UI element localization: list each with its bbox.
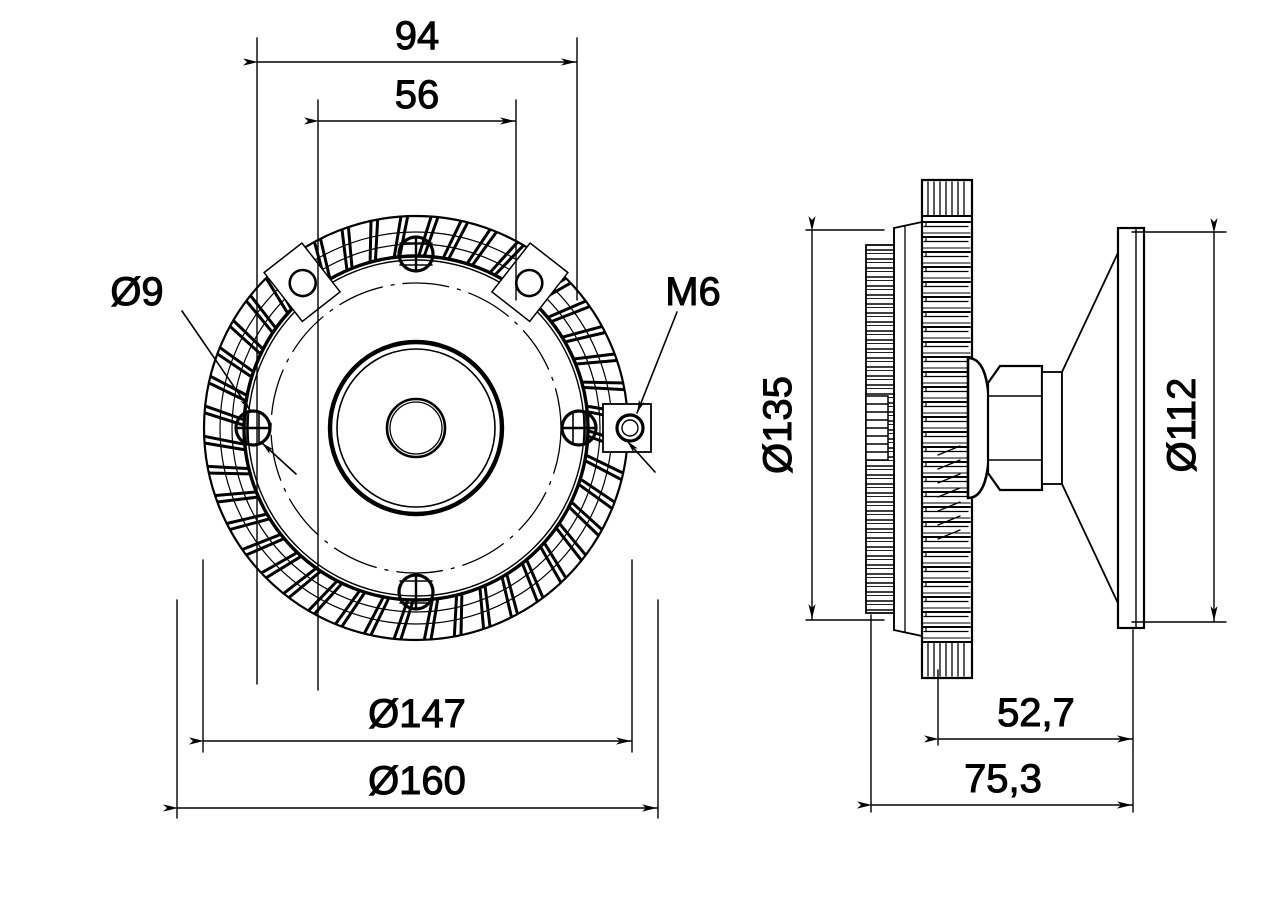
m6-boss-upper-left	[490, 241, 569, 323]
mounting-hole-left	[234, 409, 272, 447]
callout-dia9-label: Ø9	[110, 270, 163, 314]
mounting-hole-right	[560, 409, 598, 447]
rear-shaft-step	[865, 395, 889, 461]
leader-m6-upper	[636, 311, 678, 414]
hex-nut-collar	[1041, 371, 1063, 485]
hub-inner-circle	[336, 348, 496, 508]
dim-label-dia112: Ø112	[1160, 378, 1204, 473]
mounting-hole-top	[397, 235, 435, 273]
side-view: Ø135 Ø112 52,7 75,3	[756, 178, 1227, 813]
dimension-dia112	[1131, 218, 1227, 623]
callout-leaders	[181, 310, 678, 475]
flange-plate-body	[1116, 226, 1146, 630]
dim-label-75-3: 75,3	[964, 757, 1042, 801]
center-bore-inner	[389, 401, 443, 455]
hub-bulge	[966, 356, 992, 500]
hex-nut-flats	[987, 395, 1043, 461]
main-finned-disc	[920, 178, 974, 680]
dimension-52-7	[924, 629, 1134, 746]
dimension-94	[243, 37, 578, 685]
front-view: Ø9 M6 94 56 Ø147 Ø160	[110, 14, 721, 819]
dim-label-dia160: Ø160	[368, 759, 466, 803]
center-bore-outer	[385, 397, 447, 459]
m6-boss-lower-left	[263, 241, 342, 323]
dim-label-56: 56	[395, 73, 440, 117]
dimension-75-3	[857, 614, 1134, 813]
callout-m6-label: M6	[665, 270, 721, 314]
dimension-dia160	[163, 599, 659, 819]
leader-dia9-lower	[261, 442, 297, 475]
housing-shell-body	[893, 220, 923, 638]
hex-nut	[986, 364, 1063, 492]
dimension-dia147	[189, 559, 633, 753]
mounting-hole-bottom	[397, 573, 435, 611]
dim-label-dia135: Ø135	[756, 376, 800, 474]
hex-nut-body	[986, 364, 1044, 492]
disc-end-knurl-top	[921, 181, 973, 217]
flange-plate	[1116, 226, 1146, 630]
leader-m6-lower	[626, 440, 656, 473]
leader-dia9-upper	[181, 310, 251, 411]
disc-profile	[920, 178, 974, 680]
disc-end-knurl-bottom	[921, 641, 973, 677]
hub-outer-circle	[327, 339, 505, 517]
housing-shell	[893, 220, 923, 638]
dimension-56	[304, 99, 517, 691]
dim-label-94: 94	[395, 14, 440, 58]
hub-bulge-profile	[966, 356, 992, 500]
dim-label-52-7: 52,7	[997, 691, 1075, 735]
dim-label-dia147: Ø147	[368, 692, 466, 736]
m6-boss-group	[263, 241, 652, 453]
m6-boss-right	[602, 403, 652, 453]
mounting-holes-group	[234, 235, 598, 611]
